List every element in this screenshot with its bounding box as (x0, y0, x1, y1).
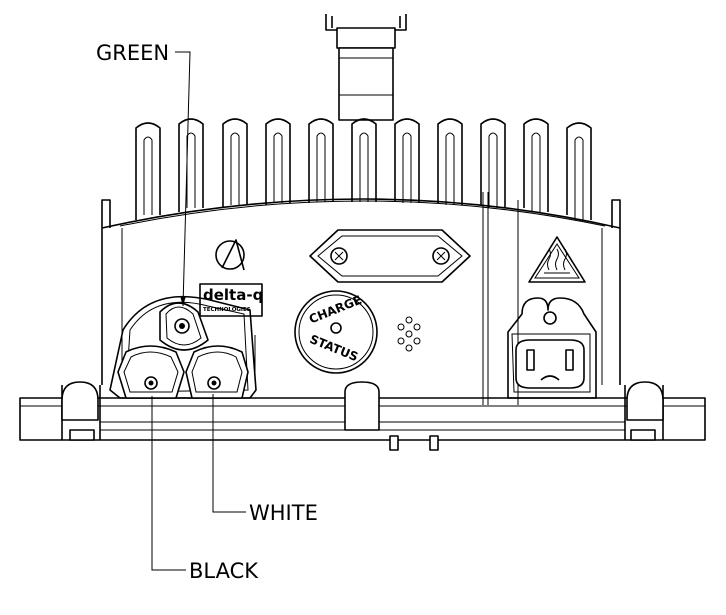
hot-surface-warning-icon (528, 236, 586, 283)
status-label-top: CHARGE (307, 293, 364, 327)
wire-labels: GREEN WHITE BLACK (96, 41, 318, 583)
ac-inlet-receptacle (507, 297, 597, 399)
label-green: GREEN (96, 41, 169, 65)
status-label-bottom: STATUS (308, 332, 360, 364)
mounting-flange (19, 381, 706, 451)
label-black: BLACK (189, 559, 259, 583)
top-handle (325, 14, 407, 121)
rear-plate (309, 229, 471, 283)
dc-output-connector (109, 295, 257, 399)
callout-leaders (151, 51, 246, 571)
charge-status-indicator: CHARGE STATUS (294, 290, 378, 374)
logo-wordmark: delta-q (203, 286, 263, 304)
label-white: WHITE (249, 501, 318, 525)
heatsink-fins (135, 118, 592, 220)
vent-holes (397, 316, 421, 352)
